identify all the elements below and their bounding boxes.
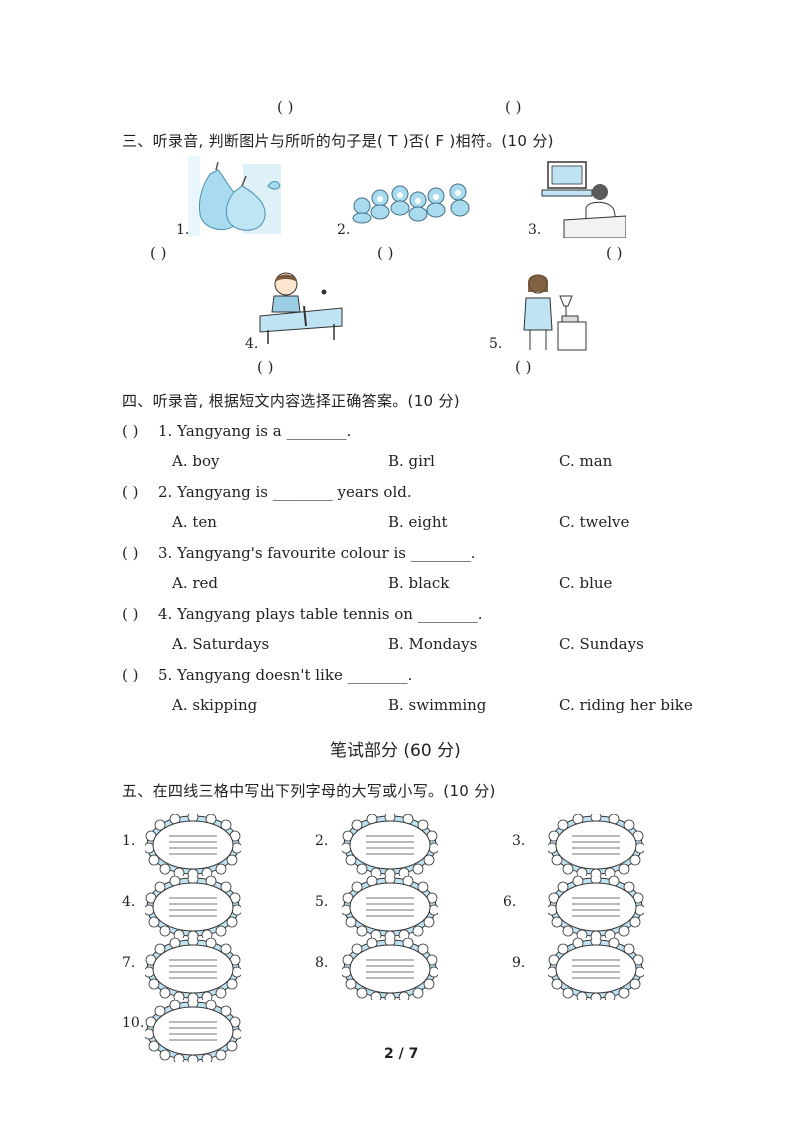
option-c: C. blue xyxy=(559,574,613,592)
item-number: 8. xyxy=(315,955,329,971)
item-number: 5. xyxy=(315,894,329,910)
question-stem: 5. Yangyang doesn't like ________. xyxy=(158,666,413,684)
item-number: 2. xyxy=(337,222,351,238)
answer-bracket[interactable]: ( ) xyxy=(122,422,139,440)
monkeys-picture xyxy=(350,180,478,224)
section5-heading: 五、在四线三格中写出下列字母的大写或小写。(10 分) xyxy=(122,782,496,800)
item-number: 6. xyxy=(503,894,517,910)
option-a: A. boy xyxy=(172,452,220,470)
answer-slot[interactable]: ( ) xyxy=(150,244,167,262)
answer-slot[interactable]: ( ) xyxy=(377,244,394,262)
option-a: A. Saturdays xyxy=(172,635,270,653)
pears-picture xyxy=(188,156,284,236)
option-c: C. twelve xyxy=(559,513,630,531)
four-line-writing-box[interactable] xyxy=(548,876,644,938)
option-a: A. skipping xyxy=(172,696,258,714)
answer-slot[interactable]: ( ) xyxy=(505,98,522,116)
item-number: 3. xyxy=(512,833,526,849)
option-a: A. ten xyxy=(172,513,217,531)
item-number: 7. xyxy=(122,955,136,971)
option-b: B. girl xyxy=(388,452,435,470)
answer-bracket[interactable]: ( ) xyxy=(122,544,139,562)
option-c: C. man xyxy=(559,452,613,470)
item-number: 4. xyxy=(122,894,136,910)
item-number: 4. xyxy=(245,336,259,352)
four-line-writing-box[interactable] xyxy=(548,814,644,876)
question-stem: 3. Yangyang's favourite colour is ______… xyxy=(158,544,476,562)
four-line-writing-box[interactable] xyxy=(145,814,241,876)
option-b: B. black xyxy=(388,574,450,592)
four-line-writing-box[interactable] xyxy=(548,938,644,1000)
written-part-title: 笔试部分 (60 分) xyxy=(330,741,461,761)
answer-bracket[interactable]: ( ) xyxy=(122,605,139,623)
answer-slot[interactable]: ( ) xyxy=(257,358,274,376)
section4-heading: 四、听录音, 根据短文内容选择正确答案。(10 分) xyxy=(122,392,460,410)
boy-table-tennis-picture xyxy=(258,270,344,346)
woman-on-phone-picture xyxy=(512,270,590,352)
answer-bracket[interactable]: ( ) xyxy=(122,483,139,501)
option-b: B. eight xyxy=(388,513,448,531)
question-stem: 1. Yangyang is a ________. xyxy=(158,422,352,440)
section3-heading: 三、听录音, 判断图片与所听的句子是( T )否( F )相符。(10 分) xyxy=(122,132,554,150)
answer-slot[interactable]: ( ) xyxy=(277,98,294,116)
item-number: 10. xyxy=(122,1015,145,1031)
option-c: C. riding her bike xyxy=(559,696,693,714)
answer-slot[interactable]: ( ) xyxy=(606,244,623,262)
four-line-writing-box[interactable] xyxy=(342,814,438,876)
item-number: 9. xyxy=(512,955,526,971)
item-number: 1. xyxy=(122,833,136,849)
four-line-writing-box[interactable] xyxy=(342,876,438,938)
man-watching-tv-picture xyxy=(538,158,627,239)
question-stem: 2. Yangyang is ________ years old. xyxy=(158,483,412,501)
item-number: 2. xyxy=(315,833,329,849)
item-number: 5. xyxy=(489,336,503,352)
option-a: A. red xyxy=(172,574,219,592)
item-number: 1. xyxy=(176,222,190,238)
four-line-writing-box[interactable] xyxy=(342,938,438,1000)
four-line-writing-box[interactable] xyxy=(145,1000,241,1062)
option-b: B. Mondays xyxy=(388,635,478,653)
answer-slot[interactable]: ( ) xyxy=(515,358,532,376)
option-c: C. Sundays xyxy=(559,635,644,653)
item-number: 3. xyxy=(528,222,542,238)
question-stem: 4. Yangyang plays table tennis on ______… xyxy=(158,605,483,623)
option-b: B. swimming xyxy=(388,696,487,714)
four-line-writing-box[interactable] xyxy=(145,938,241,1000)
four-line-writing-box[interactable] xyxy=(145,876,241,938)
answer-bracket[interactable]: ( ) xyxy=(122,666,139,684)
page-number: 2 / 7 xyxy=(384,1046,419,1062)
